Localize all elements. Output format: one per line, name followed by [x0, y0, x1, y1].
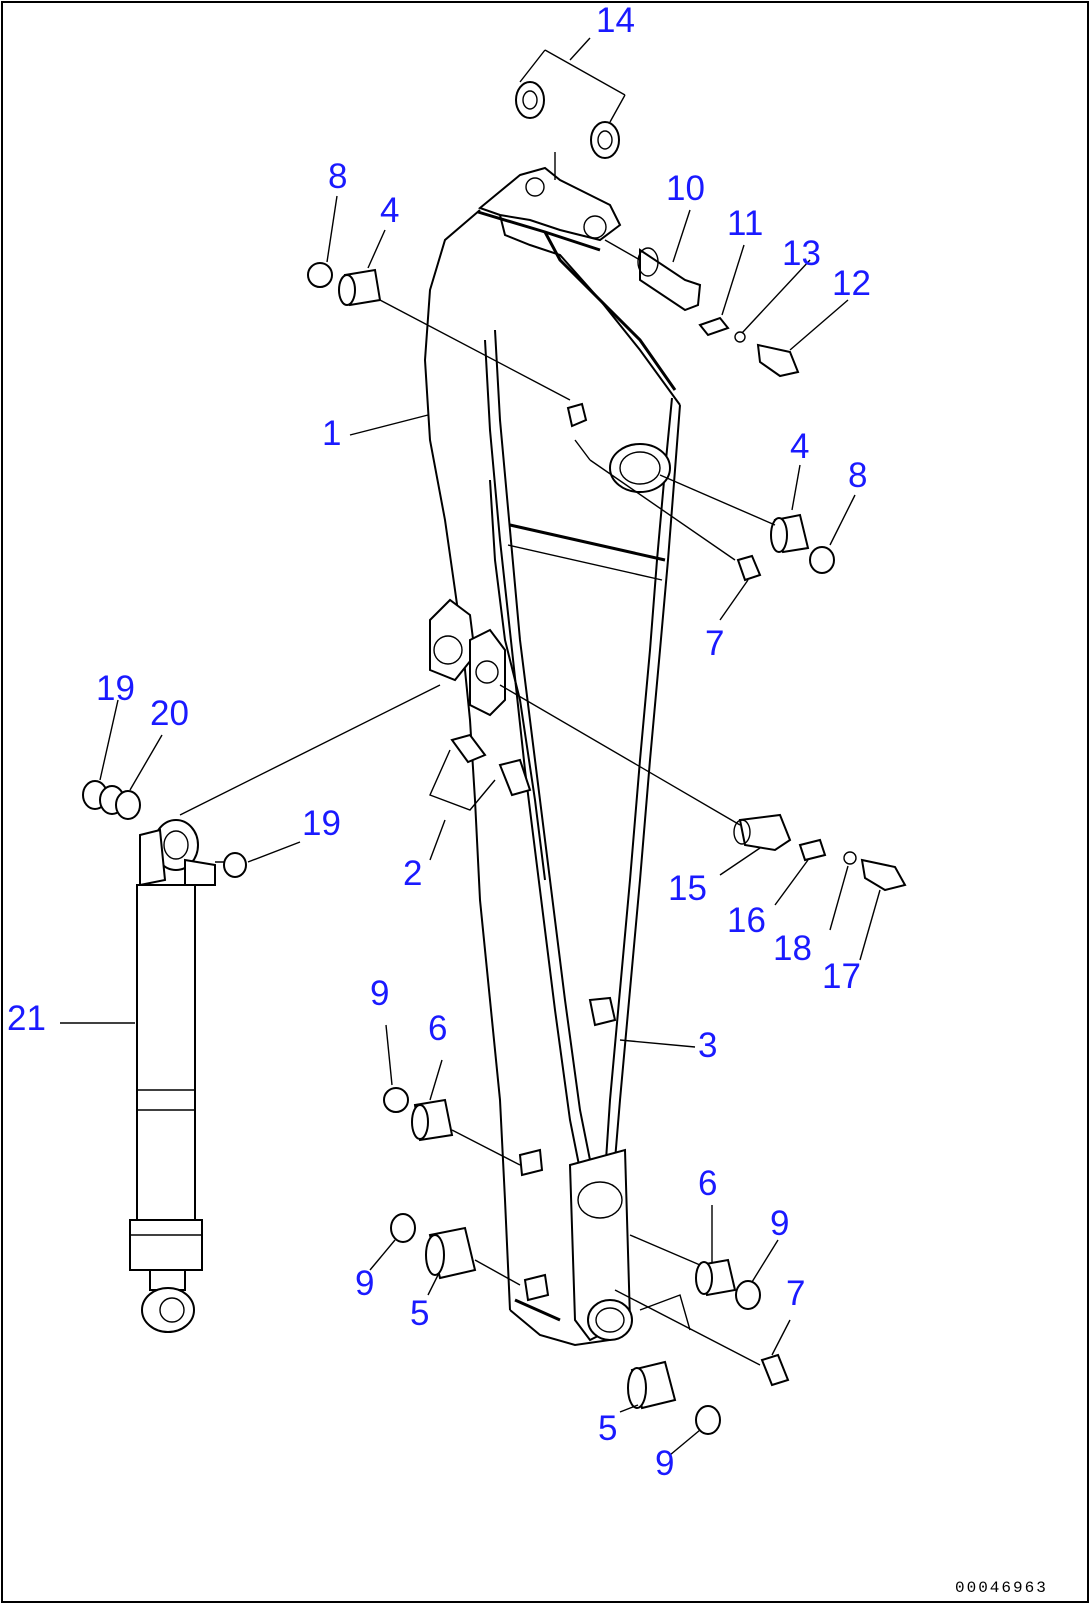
callout-12: 12: [832, 264, 871, 303]
callout-9: 9: [355, 1264, 374, 1303]
callout-6: 6: [428, 1009, 447, 1048]
callout-4: 4: [790, 427, 809, 466]
callout-7: 7: [705, 624, 724, 663]
callout-7: 7: [786, 1274, 805, 1313]
callout-20: 20: [150, 694, 189, 733]
callout-15: 15: [668, 869, 707, 908]
pin-assembly-upper: [604, 239, 800, 378]
callout-6: 6: [698, 1164, 717, 1203]
callout-9: 9: [770, 1204, 789, 1243]
lower-right-bushings: [614, 1234, 790, 1435]
callout-13: 13: [782, 234, 821, 273]
callout-17: 17: [822, 957, 861, 996]
callout-2: 2: [403, 854, 422, 893]
drawing-id: 00046963: [955, 1579, 1048, 1597]
callout-5: 5: [410, 1294, 429, 1333]
callout-8: 8: [848, 456, 867, 495]
callout-16: 16: [727, 901, 766, 940]
callout-14: 14: [596, 1, 635, 40]
callout-19: 19: [96, 669, 135, 708]
leader-lines: [60, 37, 881, 1456]
callout-11: 11: [727, 204, 763, 243]
callout-18: 18: [773, 929, 812, 968]
callout-9: 9: [655, 1444, 674, 1483]
upper-left-bushings: [307, 262, 571, 401]
middle-right-bushings: [574, 439, 835, 582]
part-14-shims: [515, 49, 626, 180]
callout-4: 4: [380, 191, 399, 230]
callout-5: 5: [598, 1409, 617, 1448]
part-19-20-shims: [82, 780, 247, 878]
callout-8: 8: [328, 157, 347, 196]
callout-19: 19: [302, 804, 341, 843]
part-2-brackets: [429, 733, 532, 811]
callouts: 14 8 4 10 11 13 12 1 4 8 7 19 20 19 2 15…: [7, 1, 871, 1483]
callout-21: 21: [7, 999, 46, 1038]
lower-left-bushings: [383, 1087, 521, 1286]
pin-assembly-middle: [499, 684, 907, 892]
callout-3: 3: [698, 1026, 717, 1065]
callout-1: 1: [322, 414, 341, 453]
arm-assembly: [423, 166, 681, 1347]
callout-9: 9: [370, 974, 389, 1013]
callout-10: 10: [666, 169, 705, 208]
part-21-cylinder: [129, 684, 441, 1333]
